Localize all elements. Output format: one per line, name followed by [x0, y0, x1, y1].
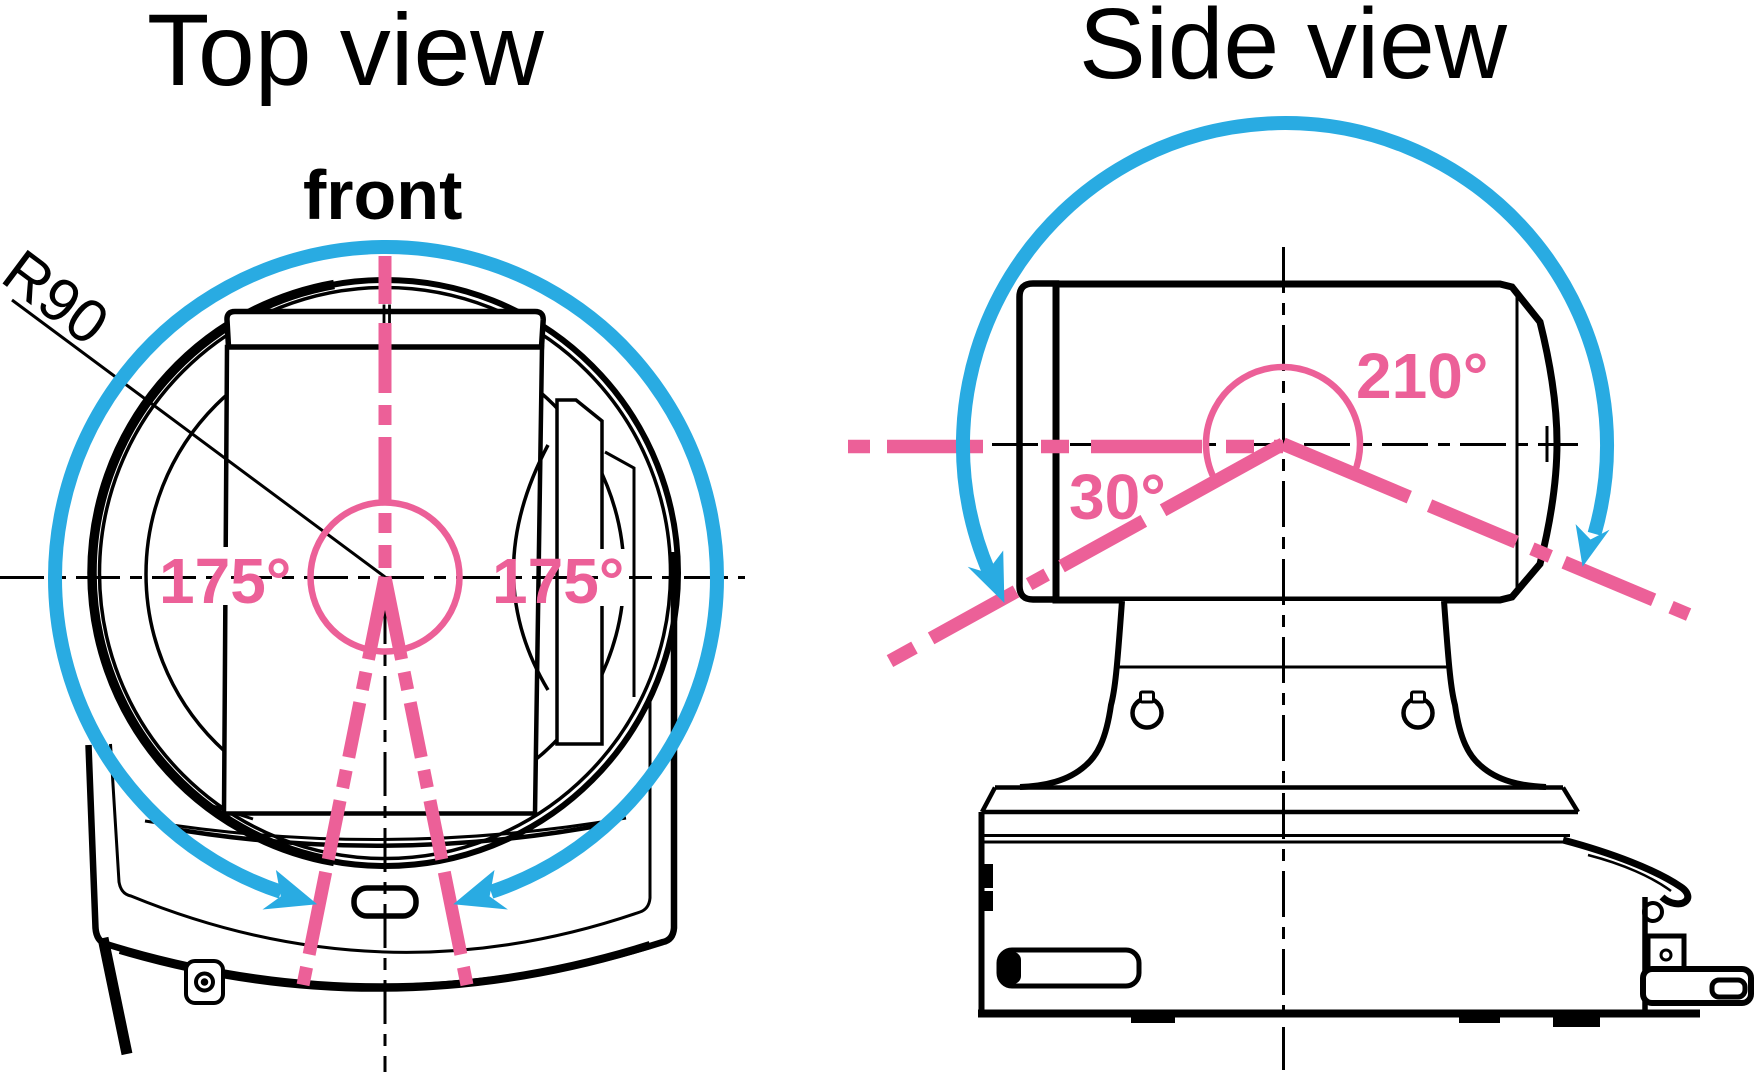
svg-text:front: front [303, 156, 462, 234]
svg-text:210°: 210° [1356, 340, 1488, 412]
svg-text:175°: 175° [492, 545, 624, 617]
svg-text:Side view: Side view [1079, 0, 1508, 100]
svg-text:Top view: Top view [147, 0, 544, 107]
svg-text:175°: 175° [159, 545, 291, 617]
svg-text:30°: 30° [1069, 461, 1166, 533]
